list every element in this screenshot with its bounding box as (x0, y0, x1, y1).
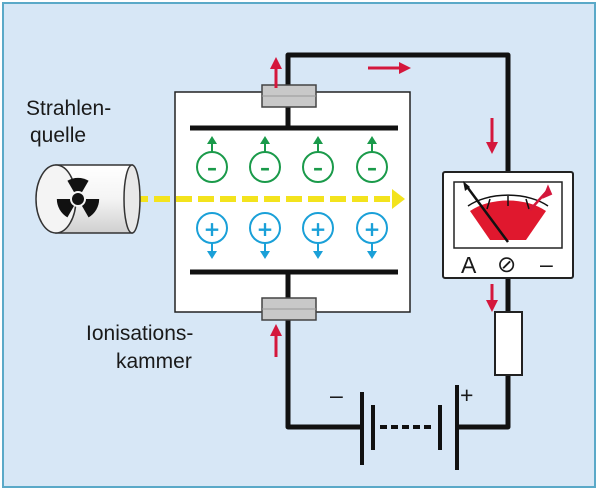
battery-minus: – (330, 382, 343, 408)
negative-ion-4-sign: – (367, 156, 377, 180)
positive-ion-1: + (196, 212, 228, 259)
radiation-hazard-icon (56, 177, 100, 218)
ammeter-zero-adjust: ⊘ (497, 251, 516, 277)
positive-ion-4: + (356, 212, 388, 259)
negative-ion-1-sign: – (207, 156, 217, 180)
radiation-source (35, 164, 141, 234)
positive-ion-2-sign: + (257, 217, 274, 241)
negative-ions: –––– (196, 136, 388, 183)
negative-ion-4: – (356, 136, 388, 183)
ammeter-minus: – (540, 251, 553, 277)
negative-ion-2: – (249, 136, 281, 183)
current-arrows (270, 57, 498, 357)
chamber-label-line2: kammer (116, 350, 192, 373)
source-label-line2: quelle (30, 124, 86, 147)
chamber-label-line1: Ionisations- (86, 322, 193, 345)
positive-ion-3-sign: + (310, 217, 327, 241)
negative-ion-3: – (302, 136, 334, 183)
ammeter-unit: A (461, 252, 477, 278)
positive-ion-2: + (249, 212, 281, 259)
radiation-beam-head (392, 189, 405, 209)
positive-ions: + + + + (196, 212, 388, 259)
positive-ion-1-sign: + (204, 217, 221, 241)
ammeter-needle (466, 187, 510, 243)
negative-ion-2-sign: – (260, 156, 270, 180)
battery (360, 385, 459, 470)
ammeter-scale-arc (467, 194, 549, 207)
ammeter: A ⊘ – (442, 171, 574, 279)
circuit-wires (285, 52, 511, 430)
source-label-line1: Strahlen- (26, 97, 111, 120)
resistor (494, 311, 523, 376)
positive-ion-3: + (302, 212, 334, 259)
negative-ion-3-sign: – (313, 156, 323, 180)
negative-ion-1: – (196, 136, 228, 183)
positive-ion-4-sign: + (364, 217, 381, 241)
battery-plus: + (460, 382, 473, 408)
ammeter-red-sector (470, 200, 546, 240)
